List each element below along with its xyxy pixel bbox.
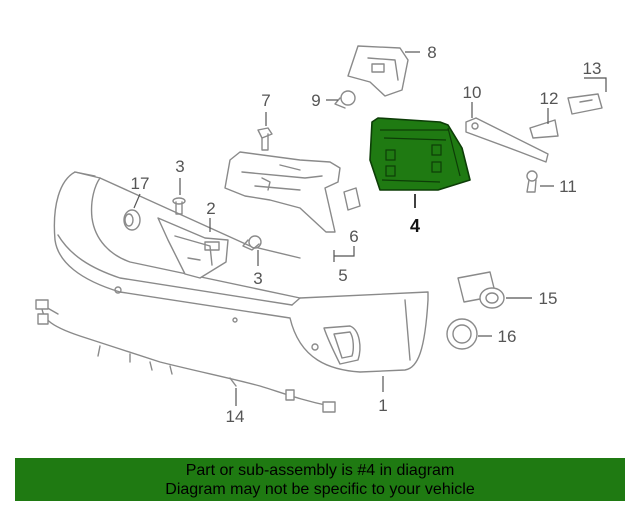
wiring-harness-part-14[interactable] — [35, 299, 336, 413]
pad-part-12[interactable] — [529, 119, 559, 139]
callout-17: 17 — [131, 174, 150, 193]
parts-diagram: 1 2 3 3 4 5 6 7 8 9 10 11 12 13 14 15 16… — [35, 43, 607, 426]
callout-13: 13 — [583, 59, 602, 78]
callout-14: 14 — [226, 407, 245, 426]
leader-lines — [133, 51, 607, 406]
callout-6: 6 — [349, 227, 358, 246]
banner-line-1: Part or sub-assembly is #4 in diagram — [185, 462, 455, 479]
callout-2: 2 — [206, 199, 215, 218]
bracket-part-4-highlighted[interactable] — [369, 117, 471, 191]
callout-4: 4 — [410, 216, 420, 236]
callout-11: 11 — [559, 177, 577, 196]
bolt-part-3-top[interactable] — [172, 197, 186, 215]
ring-part-16[interactable] — [446, 318, 478, 350]
callout-9: 9 — [311, 91, 320, 110]
bolt-part-3-bottom[interactable] — [242, 235, 262, 251]
callout-7: 7 — [261, 91, 270, 110]
bolt-part-11[interactable] — [526, 170, 538, 193]
bolt-part-9[interactable] — [334, 90, 356, 109]
bolt-part-7[interactable] — [257, 127, 273, 151]
bracket-part-13[interactable] — [567, 93, 603, 115]
clip-part-6[interactable] — [343, 187, 361, 211]
callout-3-bottom: 3 — [253, 269, 262, 288]
callout-5: 5 — [338, 266, 347, 285]
bracket-part-8[interactable] — [347, 45, 409, 97]
info-banner: Part or sub-assembly is #4 in diagram Di… — [15, 458, 625, 501]
callout-3-top: 3 — [175, 157, 184, 176]
arm-part-10[interactable] — [465, 117, 549, 163]
banner-line-2: Diagram may not be specific to your vehi… — [165, 481, 475, 498]
callout-10: 10 — [463, 83, 482, 102]
callout-12: 12 — [540, 89, 559, 108]
bracket-part-2[interactable] — [157, 217, 229, 279]
callout-8: 8 — [427, 43, 436, 62]
sensor-part-15[interactable] — [457, 271, 505, 309]
callout-15: 15 — [539, 289, 558, 308]
grommet-part-17[interactable] — [123, 209, 141, 231]
callout-16: 16 — [498, 327, 517, 346]
bracket-part-5[interactable] — [224, 151, 341, 233]
bumper-part[interactable] — [53, 171, 429, 373]
callout-1: 1 — [378, 396, 387, 415]
